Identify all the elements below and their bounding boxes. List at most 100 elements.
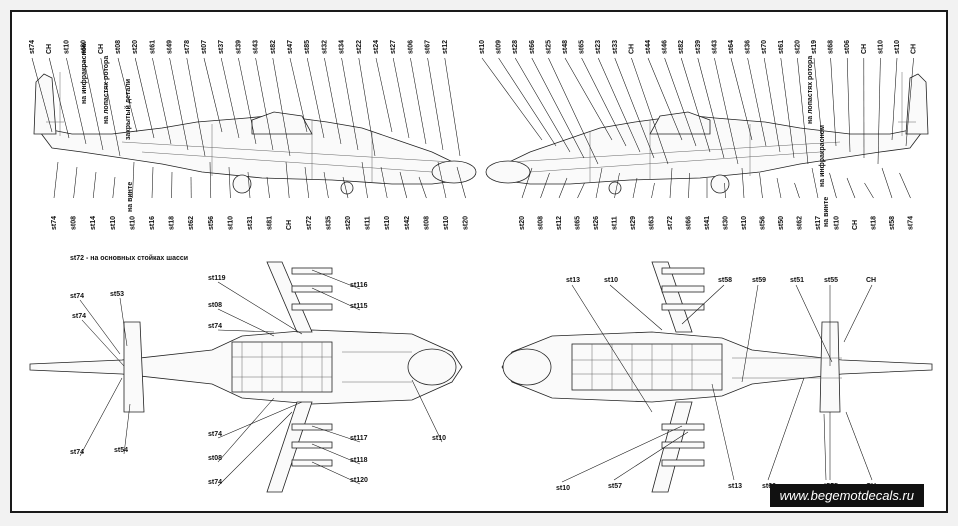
top-view-label: st115	[350, 303, 368, 310]
top-view-leader	[311, 443, 361, 465]
left-top-label: st34	[339, 40, 346, 54]
left-side-note: на лопастях ротора	[103, 56, 110, 124]
right-top-leader	[514, 57, 571, 153]
right-top-label: st10	[479, 40, 486, 54]
right-top-label: st39	[695, 40, 702, 54]
right-top-leader	[481, 57, 543, 141]
top-view-label: st119	[208, 275, 226, 282]
left-bottom-label: st62	[188, 216, 195, 230]
left-bottom-leader	[323, 171, 329, 199]
left-top-label: st20	[132, 40, 139, 54]
left-top-leader	[324, 57, 342, 145]
left-top-leader	[66, 57, 87, 145]
right-bottom-leader	[864, 182, 874, 199]
right-top-label: st33	[612, 40, 619, 54]
left-bottom-label: st10	[443, 216, 450, 230]
left-bottom-leader	[132, 161, 135, 199]
left-bottom-label: st10	[129, 216, 136, 230]
right-side-profile	[485, 72, 929, 195]
left-top-leader	[410, 57, 427, 145]
right-bottom-leader	[776, 177, 782, 199]
top-view-label: st120	[350, 477, 368, 484]
right-bottom-label: st41	[704, 216, 711, 230]
bottom-view-label: st51	[790, 277, 804, 284]
right-top-label: st61	[778, 40, 785, 54]
top-view-leader	[217, 329, 275, 333]
bottom-view-label: st59	[752, 277, 766, 284]
right-top-label: st68	[828, 40, 835, 54]
right-top-label: st09	[496, 40, 503, 54]
left-bottom-label: st10	[227, 216, 234, 230]
right-top-label: st20	[794, 40, 801, 54]
right-top-leader	[614, 57, 655, 159]
left-bottom-leader	[53, 161, 59, 199]
bottom-view-leader	[845, 411, 873, 481]
right-bottom-leader	[614, 172, 620, 199]
bottom-view-leader	[823, 413, 827, 481]
bottom-view-leader	[571, 284, 653, 413]
bottom-view-leader	[561, 425, 683, 483]
left-top-leader	[169, 57, 189, 151]
left-bottom-label: st08	[423, 216, 430, 230]
left-bottom-label: st74	[51, 216, 58, 230]
top-view-leader	[217, 281, 303, 335]
left-top-leader	[444, 57, 461, 157]
left-top-label: st08	[115, 40, 122, 54]
left-top-label: st07	[201, 40, 208, 54]
right-top-label: st82	[678, 40, 685, 54]
left-top-leader	[375, 57, 393, 133]
left-top-leader	[31, 57, 53, 133]
left-bottom-leader	[456, 166, 466, 199]
left-top-label: st47	[287, 40, 294, 54]
right-top-label: st66	[529, 40, 536, 54]
left-top-leader	[341, 57, 359, 151]
right-bottom-leader	[558, 177, 568, 199]
left-top-leader	[152, 57, 172, 145]
top-view-leader	[217, 401, 303, 439]
right-top-leader	[780, 57, 795, 159]
left-bottom-label: CH	[286, 220, 293, 230]
right-bottom-label: st30	[723, 216, 730, 230]
bottom-view-leader	[843, 284, 873, 343]
bottom-plan-view	[501, 261, 933, 493]
top-view-label: st08	[208, 302, 222, 309]
right-top-label: st23	[595, 40, 602, 54]
top-view-leader	[79, 299, 121, 355]
right-bottom-label: st65	[575, 216, 582, 230]
right-top-leader	[647, 57, 683, 141]
right-top-label: st25	[545, 40, 552, 54]
left-top-label: st49	[167, 40, 174, 54]
left-bottom-leader	[418, 176, 427, 199]
left-side-note: закрытый детали	[124, 79, 132, 140]
left-bottom-label: st35	[325, 216, 332, 230]
right-top-leader	[498, 57, 557, 147]
right-bottom-label: st74	[908, 216, 915, 230]
top-view-leader	[79, 377, 123, 457]
right-top-leader	[714, 57, 739, 165]
right-bottom-leader	[669, 167, 673, 199]
left-side-note: на инфракрасном	[81, 42, 88, 104]
right-top-leader	[531, 57, 585, 159]
left-top-leader	[427, 57, 444, 151]
right-top-leader	[631, 57, 669, 165]
left-top-leader	[358, 57, 376, 157]
right-top-label: st10	[894, 40, 901, 54]
right-bottom-leader	[881, 167, 893, 199]
right-bottom-leader	[829, 172, 837, 199]
right-top-leader	[830, 57, 837, 147]
left-top-leader	[392, 57, 410, 139]
bottom-view-label: st58	[718, 277, 732, 284]
left-top-label: st67	[425, 40, 432, 54]
left-top-label: CH	[46, 44, 53, 54]
left-top-label: st37	[218, 40, 225, 54]
left-bottom-label: st42	[404, 216, 411, 230]
right-top-leader	[846, 57, 851, 153]
top-view-leader	[119, 297, 128, 347]
right-top-leader	[891, 57, 898, 141]
right-bottom-label: st10	[834, 216, 841, 230]
left-bottom-leader	[112, 176, 116, 199]
right-top-leader	[747, 57, 767, 147]
left-side-note: на винте	[127, 182, 134, 212]
right-top-leader	[664, 57, 697, 147]
left-side-profile	[33, 72, 477, 195]
